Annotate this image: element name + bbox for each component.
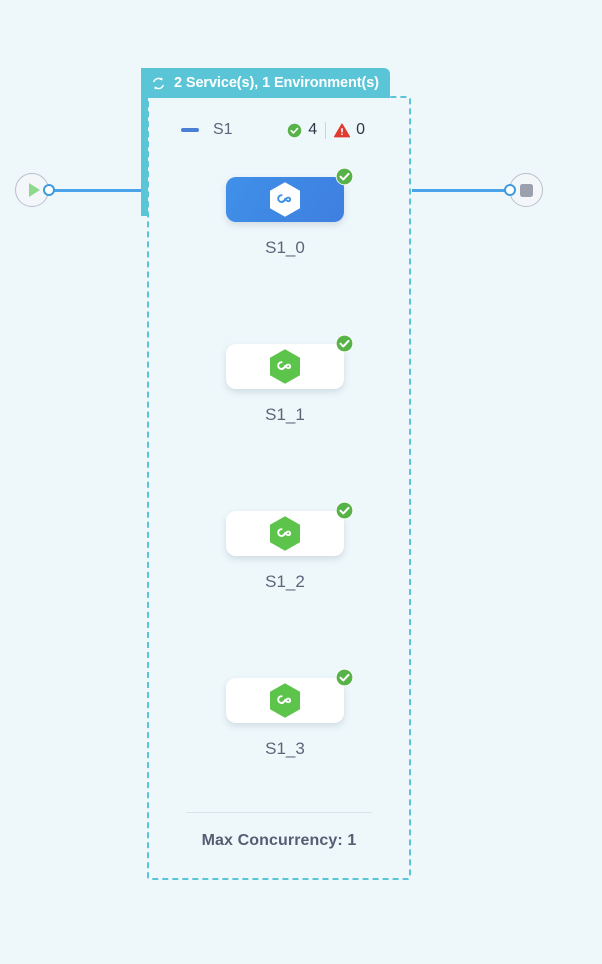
service-group-footer: Max Concurrency: 1	[186, 812, 372, 850]
status-summary: 4 0	[287, 121, 365, 139]
warning-triangle-icon	[334, 123, 351, 137]
node-label: S1_0	[265, 238, 305, 257]
node-label: S1_1	[265, 405, 305, 424]
check-circle-icon	[335, 334, 354, 353]
stop-icon	[519, 183, 533, 197]
service-group-header-label: 2 Service(s), 1 Environment(s)	[174, 75, 379, 91]
service-hexagon-icon	[270, 182, 300, 217]
node-s1_2: S1_2	[226, 501, 354, 592]
check-circle-icon	[335, 668, 354, 687]
footer-divider	[186, 812, 372, 813]
service-group-accent-bar	[141, 68, 148, 216]
service-group-header[interactable]: 2 Service(s), 1 Environment(s)	[141, 68, 390, 98]
start-connector-dot[interactable]	[43, 184, 55, 196]
check-circle-icon	[335, 167, 354, 186]
status-error: 0	[334, 121, 365, 139]
connector-line-end	[412, 189, 506, 192]
connector-line-start	[54, 189, 148, 192]
status-success: 4	[287, 121, 317, 139]
sync-icon	[153, 76, 164, 90]
status-divider	[325, 121, 327, 139]
node-s1_3: S1_3	[226, 668, 354, 759]
node-card[interactable]	[226, 501, 354, 556]
node-label: S1_3	[265, 739, 305, 758]
service-hexagon-icon	[270, 349, 300, 384]
play-icon	[28, 183, 40, 197]
check-circle-icon	[335, 501, 354, 520]
max-concurrency-label: Max Concurrency: 1	[201, 832, 357, 849]
service-hexagon-icon	[270, 683, 300, 718]
service-hexagon-icon	[270, 516, 300, 551]
node-card[interactable]	[226, 334, 354, 389]
node-card[interactable]	[226, 668, 354, 723]
service-group-name: S1	[213, 121, 233, 138]
end-connector-dot[interactable]	[504, 184, 516, 196]
service-group-title-row: S1 4 0	[147, 112, 411, 148]
error-count: 0	[356, 121, 365, 138]
node-label: S1_2	[265, 572, 305, 591]
node-s1_1: S1_1	[226, 334, 354, 425]
node-card[interactable]	[226, 167, 354, 222]
success-count: 4	[308, 121, 318, 138]
check-circle-icon	[287, 123, 302, 137]
minus-icon[interactable]	[181, 128, 199, 132]
node-s1_0: S1_0	[226, 167, 354, 258]
